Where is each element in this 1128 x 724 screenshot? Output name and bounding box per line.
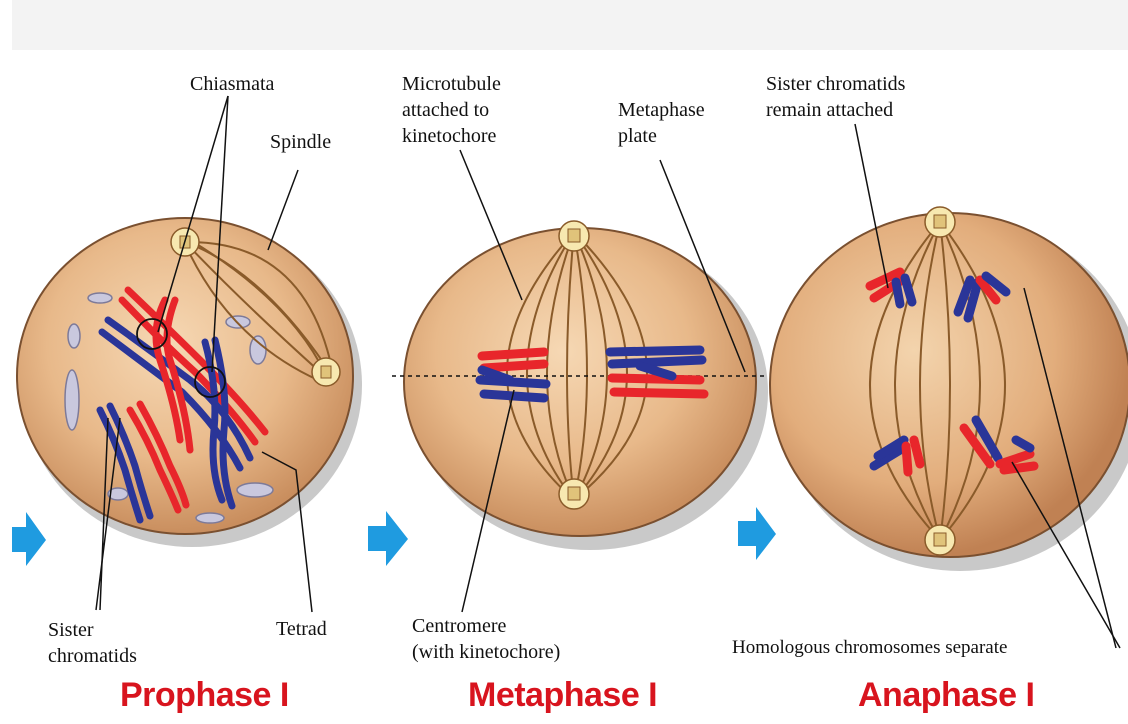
centrosome-icon (559, 221, 589, 251)
centrosome-icon (925, 525, 955, 555)
microtubule-label-line1: Microtubule (402, 72, 501, 96)
spindle-label: Spindle (270, 130, 331, 154)
stage-title-anaphase: Anaphase I (858, 676, 1034, 715)
centrosome-icon (925, 207, 955, 237)
right-arrow-icon (738, 507, 776, 560)
metaphase-cell (392, 221, 768, 550)
anaphase-cell (770, 207, 1128, 571)
centromere-label-line1: Centromere (412, 614, 506, 638)
metaphase-plate-label-line1: Metaphase (618, 98, 705, 122)
sister-chromatids-label-line2: chromatids (48, 644, 137, 668)
stage-title-prophase: Prophase I (120, 676, 289, 715)
tetrad-label: Tetrad (276, 617, 327, 641)
metaphase-plate-label-line2: plate (618, 124, 657, 148)
centrosome-icon (559, 479, 589, 509)
microtubule-label-line3: kinetochore (402, 124, 496, 148)
right-arrow-icon (12, 512, 46, 566)
sister-attached-label-line2: remain attached (766, 98, 893, 122)
chiasmata-label: Chiasmata (190, 72, 274, 96)
prophase-cell (17, 218, 362, 547)
stage-title-metaphase: Metaphase I (468, 676, 657, 715)
sister-chromatids-label-line1: Sister (48, 618, 94, 642)
centrosome-icon (312, 358, 340, 386)
right-arrow-icon (368, 511, 408, 566)
centromere-label-line2: (with kinetochore) (412, 640, 560, 664)
sister-attached-label-line1: Sister chromatids (766, 72, 905, 96)
microtubule-label-line2: attached to (402, 98, 489, 122)
homologous-label: Homologous chromosomes separate (732, 636, 1007, 660)
